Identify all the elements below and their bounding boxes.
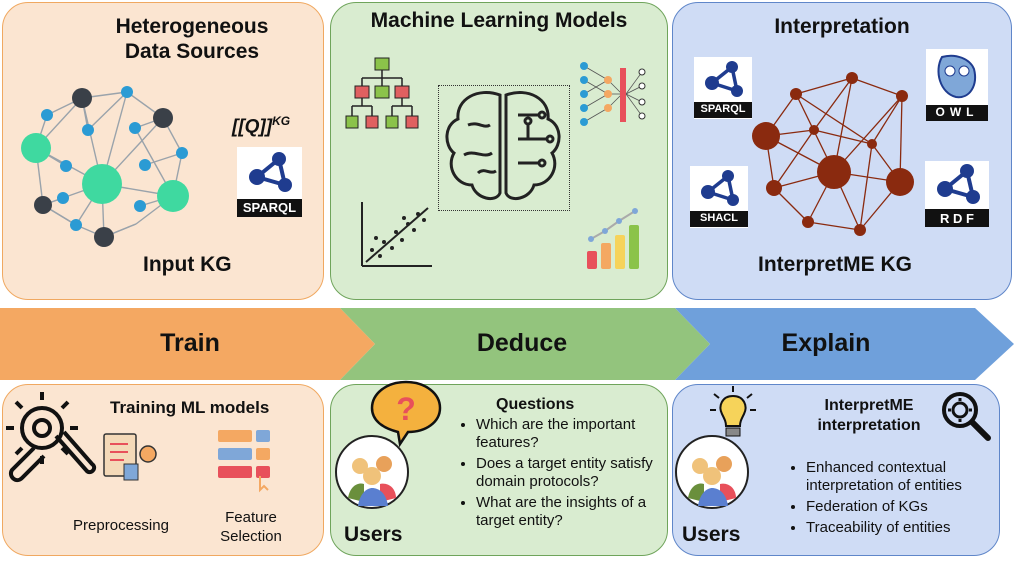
question-item: Which are the important features? [476, 416, 682, 452]
question-bubble-icon: ? [370, 380, 442, 448]
users-icon [675, 435, 749, 509]
interpretme-kg-graph [752, 72, 914, 236]
brain-icon [445, 91, 561, 201]
rdf-logo: R D F [925, 161, 989, 227]
bar-chart-icon [587, 208, 639, 269]
svg-text:?: ? [396, 391, 416, 427]
input-kg-graph [21, 86, 189, 247]
query-superscript: KG [272, 114, 291, 128]
feature-selection-icon [218, 430, 270, 493]
questions-list: Which are the important features? Does a… [454, 416, 682, 533]
deduce-label: Deduce [476, 329, 568, 357]
interpretme-kg-label: InterpretME KG [758, 253, 913, 276]
users-label-questions: Users [344, 523, 403, 546]
interpretme-item: Federation of KGs [806, 498, 1014, 516]
input-kg-label: Input KG [143, 253, 232, 276]
sparql-logo-text: SPARQL [242, 200, 297, 215]
owl-logo: OWL [926, 49, 988, 121]
question-item: What are the insights of a target entity… [476, 494, 682, 530]
query-label: [[Q]]KG [232, 114, 291, 138]
rdf-logo-text: R D F [940, 211, 974, 226]
training-title: Training ML models [110, 398, 270, 417]
gear-wrench-icon [6, 392, 97, 483]
process-arrow [0, 308, 1014, 380]
interpretme-item: Enhanced contextual interpretation of en… [806, 459, 1014, 495]
sparql-logo: SPARQL [237, 147, 302, 217]
brain-box [438, 85, 570, 211]
interpretme-interpretation-title: InterpretME interpretation [817, 397, 921, 434]
data-sources-title: Heterogeneous Data Sources [115, 15, 269, 63]
preprocessing-label: Preprocessing [73, 517, 169, 534]
ml-models-title: Machine Learning Models [370, 9, 628, 32]
question-item: Does a target entity satisfy domain prot… [476, 455, 682, 491]
sparql-logo-interpretation: SPARQL [694, 57, 752, 119]
shacl-logo: SHACL [690, 166, 748, 228]
lightbulb-icon [710, 386, 756, 437]
shacl-logo-text: SHACL [700, 212, 738, 224]
search-gear-icon [942, 392, 991, 441]
sparql-logo-interpretation-text: SPARQL [700, 103, 746, 115]
train-label: Train [160, 329, 220, 357]
scatter-plot-icon [361, 202, 432, 267]
users-icon [335, 435, 409, 509]
interpretation-title: Interpretation [774, 15, 910, 38]
interpretme-item: Traceability of entities [806, 519, 1014, 537]
explain-label: Explain [781, 329, 871, 357]
preprocessing-icon [103, 433, 157, 481]
owl-logo-text: OWL [935, 105, 979, 119]
feature-selection-label: Feature Selection [220, 509, 282, 545]
decision-tree-icon [345, 57, 419, 129]
interpretme-list: Enhanced contextual interpretation of en… [784, 459, 1014, 540]
users-label-interpretme: Users [682, 523, 741, 546]
questions-title: Questions [496, 396, 575, 413]
neural-network-icon [580, 62, 646, 126]
